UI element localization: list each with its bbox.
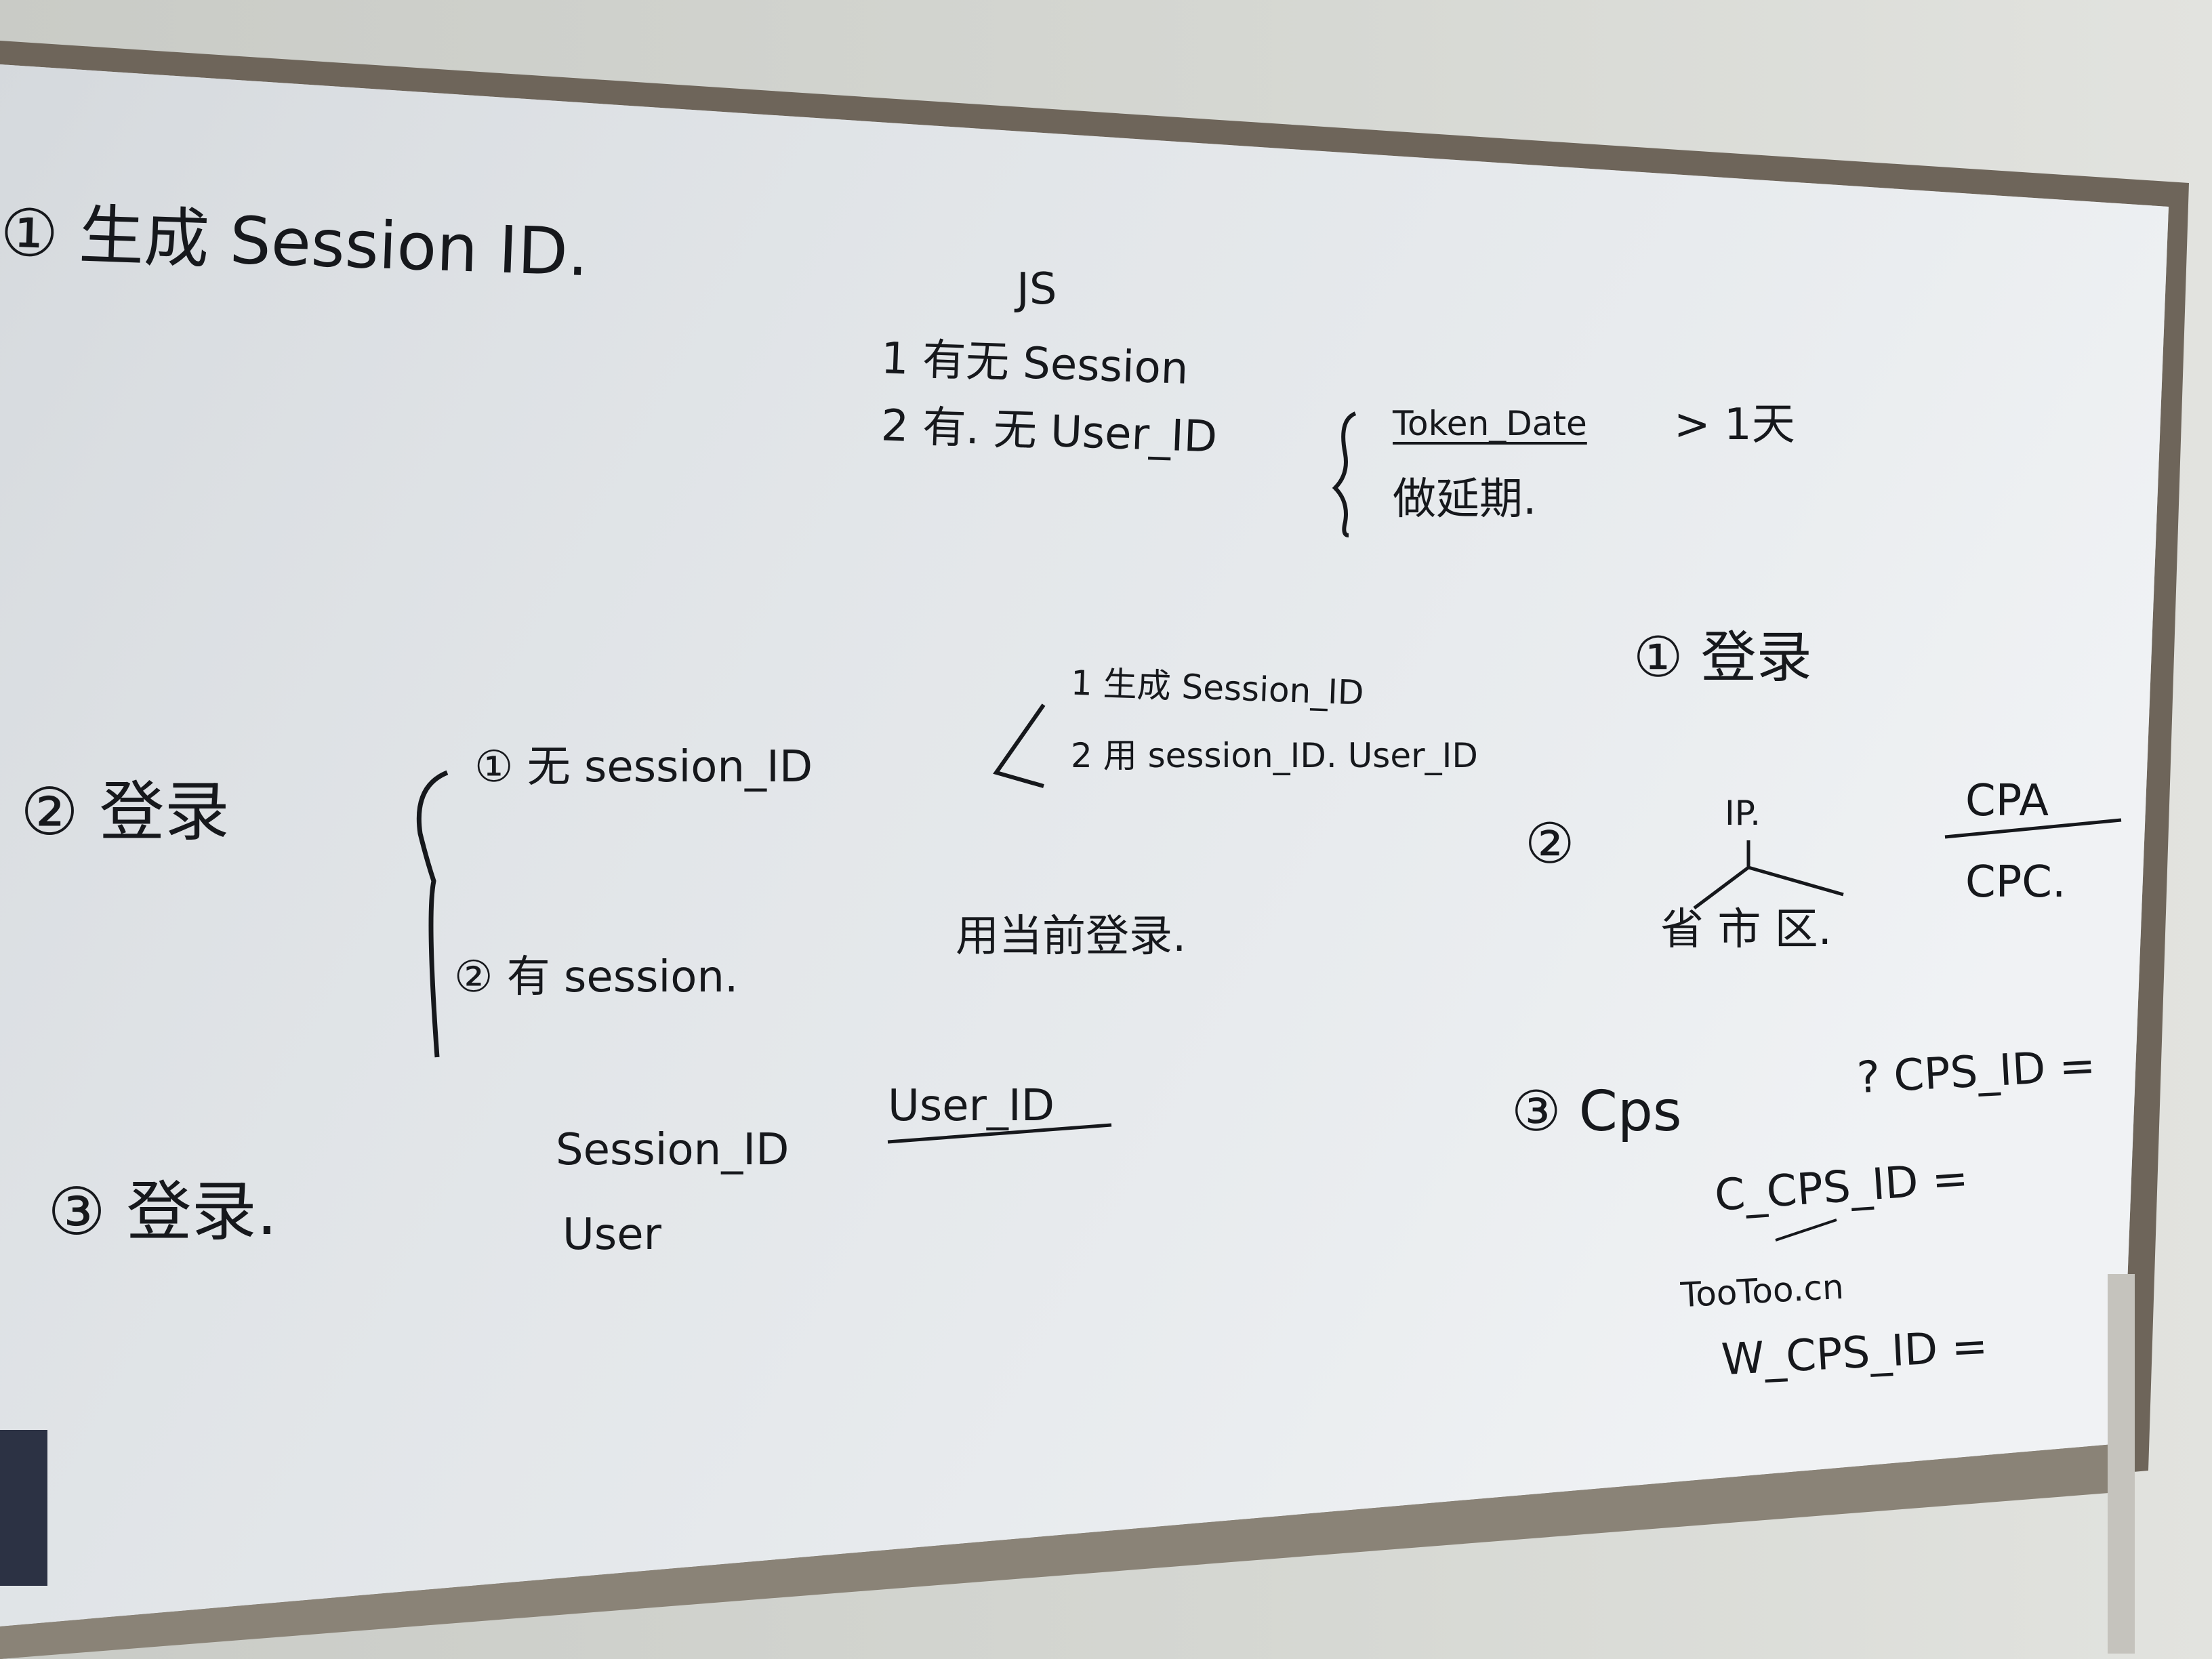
c-cps-arrow xyxy=(1775,1218,1837,1242)
js-step-2: 2 有. 无 User_ID xyxy=(880,401,1218,463)
token-compare: > 1天 xyxy=(1674,400,1795,450)
cps-query: ? CPS_ID = xyxy=(1856,1040,2097,1104)
section1-heading: ① 生成 Session ID. xyxy=(0,194,590,291)
section3-heading: ③ 登录. xyxy=(47,1174,278,1250)
user-label: User xyxy=(562,1210,661,1260)
cpa-label: CPA xyxy=(1965,776,2049,826)
right-item-login: ① 登录 xyxy=(1633,626,1812,690)
eraser xyxy=(0,1430,47,1586)
brace-login xyxy=(416,770,449,1058)
domain-label: TooToo.cn xyxy=(1679,1267,1845,1315)
session-id-label: Session_ID xyxy=(556,1125,790,1175)
token-date: Token_Date xyxy=(1393,404,1587,443)
brace-token xyxy=(1332,411,1357,537)
user-id-underline xyxy=(887,1123,1112,1144)
section2-heading: ② 登录 xyxy=(20,774,230,850)
whiteboard-tray xyxy=(0,1443,2135,1659)
extend-label: 做延期. xyxy=(1393,474,1537,525)
right-item-2: ② xyxy=(1525,812,1575,876)
js-label: JS xyxy=(1017,264,1057,314)
region-label: 省 市 区. xyxy=(1660,905,1832,955)
case1-sub-2: 2 用 session_ID. User_ID xyxy=(1071,736,1478,775)
user-id-label: User_ID xyxy=(888,1081,1055,1131)
w-cps-id: W_CPS_ID = xyxy=(1720,1321,1989,1386)
cpa-line xyxy=(1944,818,2122,839)
js-step-1: 1 有无 Session xyxy=(880,333,1189,394)
case1-sub-1: 1 生成 Session_ID xyxy=(1070,663,1365,713)
right-item-cps: ③ Cps xyxy=(1511,1080,1682,1144)
angle-bracket xyxy=(993,703,1046,788)
case-no-session: ① 无 session_ID xyxy=(474,742,813,792)
case2-action: 用当前登录. xyxy=(956,912,1187,962)
case-has-session: ② 有 session. xyxy=(454,952,739,1002)
ip-tree xyxy=(1693,840,1844,909)
cpc-label: CPC. xyxy=(1965,857,2066,907)
ip-label: IP. xyxy=(1725,794,1761,833)
stand-leg xyxy=(2108,1274,2135,1654)
